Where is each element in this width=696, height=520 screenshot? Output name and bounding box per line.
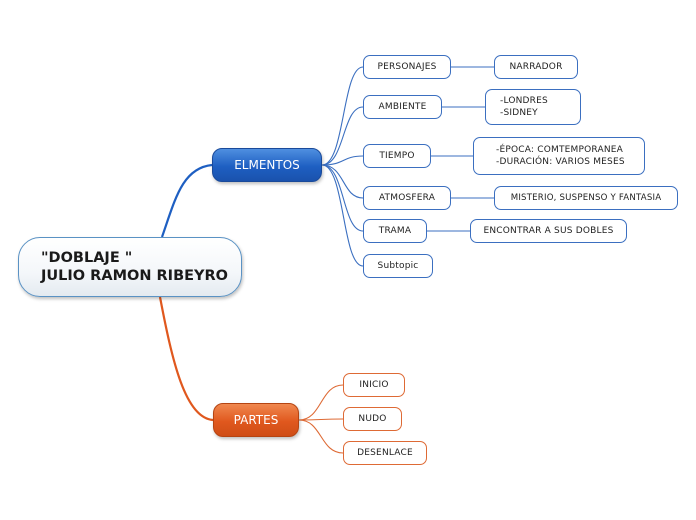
- connector-partes-desenlace: [298, 419, 344, 454]
- subtopic-trama[interactable]: TRAMA: [363, 219, 427, 243]
- subtopic-nudo[interactable]: NUDO: [343, 407, 402, 431]
- connector-root-elementos: [160, 163, 213, 238]
- subtopic-tiempo[interactable]: TIEMPO: [363, 144, 431, 168]
- subtopic-personajes[interactable]: PERSONAJES: [363, 55, 451, 79]
- topic-partes[interactable]: PARTES: [213, 403, 299, 437]
- subtopic-ambiente[interactable]: AMBIENTE: [363, 95, 442, 119]
- detail-tiempo-line-1: -ÉPOCA: COMTEMPORANEA: [496, 145, 624, 155]
- connector-elementos-atmosfera: [321, 164, 364, 199]
- detail-ambiente-line-1: -LONDRES: [500, 96, 548, 106]
- detail-tiempo-line-2: -DURACIÓN: VARIOS MESES: [496, 157, 625, 167]
- subtopic-subtopic[interactable]: Subtopic: [363, 254, 433, 278]
- detail-ambiente[interactable]: -LONDRES -SIDNEY: [485, 89, 581, 125]
- connector-elementos-subtopic: [321, 164, 364, 267]
- connector-elementos-ambiente: [321, 106, 364, 166]
- connector-elementos-personajes: [321, 66, 364, 166]
- subtopic-inicio[interactable]: INICIO: [343, 373, 405, 397]
- detail-narrador[interactable]: NARRADOR: [494, 55, 578, 79]
- root-line-1: "DOBLAJE ": [41, 250, 133, 266]
- root-line-2: JULIO RAMON RIBEYRO: [41, 268, 229, 284]
- connector-elementos-trama: [321, 164, 364, 232]
- subtopic-atmosfera[interactable]: ATMOSFERA: [363, 186, 451, 210]
- subtopic-desenlace[interactable]: DESENLACE: [343, 441, 427, 465]
- connector-partes-nudo: [298, 418, 344, 421]
- connector-root-partes: [158, 296, 214, 422]
- root-topic[interactable]: "DOBLAJE " JULIO RAMON RIBEYRO: [18, 237, 242, 297]
- detail-tiempo[interactable]: -ÉPOCA: COMTEMPORANEA -DURACIÓN: VARIOS …: [473, 137, 645, 175]
- topic-elementos[interactable]: ELMENTOS: [212, 148, 322, 182]
- detail-atmosfera[interactable]: MISTERIO, SUSPENSO Y FANTASIA: [494, 186, 678, 210]
- connector-elementos-tiempo: [321, 155, 364, 166]
- detail-trama[interactable]: ENCONTRAR A SUS DOBLES: [470, 219, 627, 243]
- detail-ambiente-line-2: -SIDNEY: [500, 108, 538, 118]
- connector-partes-inicio: [298, 384, 344, 421]
